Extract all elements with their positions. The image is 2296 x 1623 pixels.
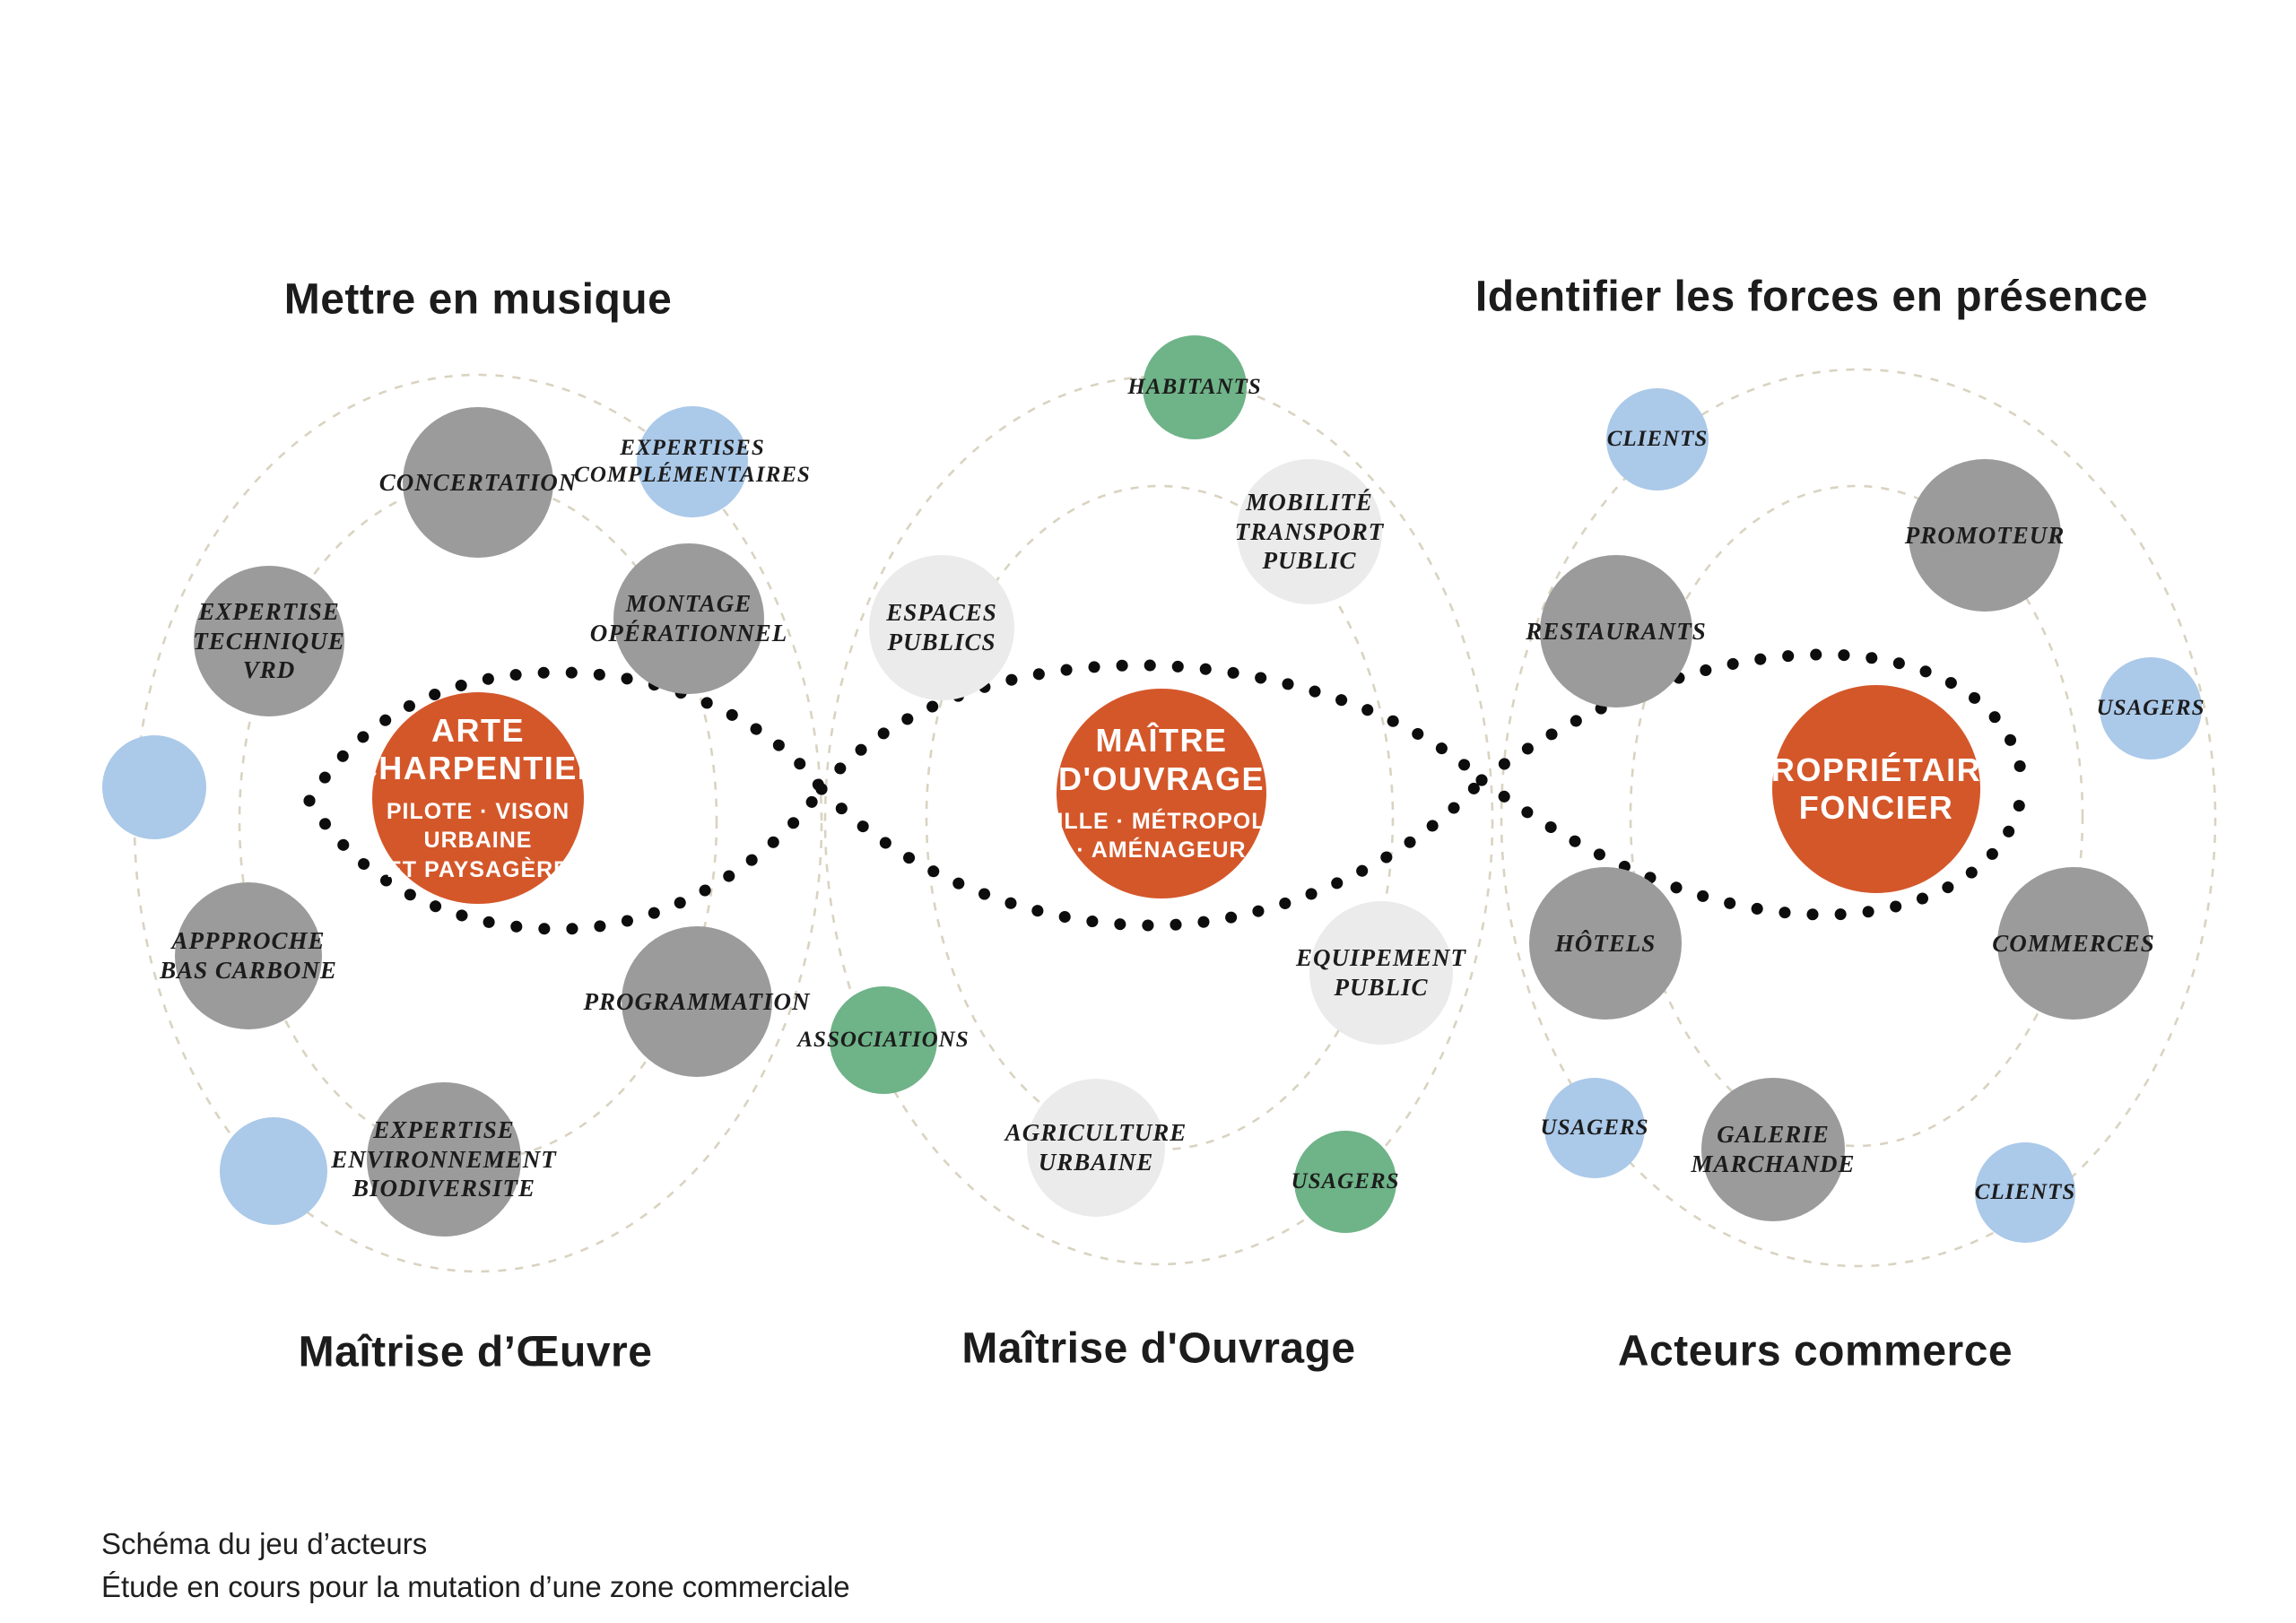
node-concertation: CONCERTATION xyxy=(379,407,576,558)
orbit-right-outer xyxy=(1500,368,2217,1268)
node-promoteur: PROMOTEUR xyxy=(1905,459,2064,612)
node-label: USAGERS xyxy=(2096,695,2205,720)
caption: Schéma du jeu d’acteurs Étude en cours p… xyxy=(101,1523,850,1609)
header-identifier-forces: Identifier les forces en présence xyxy=(1474,273,2149,321)
node-sublabel: VILLE · MÉTROPOLE· AMÉNAGEUR xyxy=(1040,808,1283,864)
node-clients-bas: CLIENTS xyxy=(1975,1142,2075,1243)
footer-maitrise-ouvrage: Maîtrise d'Ouvrage xyxy=(961,1324,1356,1373)
node-label: ASSOCIATIONS xyxy=(797,1027,970,1052)
lens-right-bottom xyxy=(1475,774,2029,921)
node-label: USAGERS xyxy=(1540,1115,1649,1140)
lens-mid-top xyxy=(815,659,1488,795)
node-habitants: HABITANTS xyxy=(1127,335,1261,439)
orbit-right-inner xyxy=(1629,484,2084,1148)
lens-mid-bottom xyxy=(815,774,1488,932)
node-label: CONCERTATION xyxy=(378,468,578,496)
node-programmation: PROGRAMMATION xyxy=(583,926,810,1077)
node-label: PROMOTEUR xyxy=(1904,521,2066,549)
node-label: CLIENTS xyxy=(1974,1179,2076,1204)
node-label: HÔTELS xyxy=(1554,929,1657,957)
node-label: CLIENTS xyxy=(1606,426,1709,451)
node-usagers-bas: USAGERS xyxy=(1541,1078,1648,1178)
footer-maitrise-oeuvre: Maîtrise d’Œuvre xyxy=(298,1328,653,1376)
node-restaurants: RESTAURANTS xyxy=(1526,555,1706,707)
node-usagers-droite: USAGERS xyxy=(2096,657,2205,759)
lens-right-top xyxy=(1475,648,2029,791)
dotted-lens-links xyxy=(303,648,2029,935)
node-label: RESTAURANTS xyxy=(1526,617,1707,645)
node-hotels: HÔTELS xyxy=(1529,867,1682,1020)
node-usagers-moa: USAGERS xyxy=(1292,1131,1398,1233)
node-partenaire-2 xyxy=(220,1117,327,1225)
caption-line1: Schéma du jeu d’acteurs xyxy=(101,1527,428,1560)
node-label: USAGERS xyxy=(1291,1168,1400,1193)
node-partenaire-1 xyxy=(102,735,206,839)
caption-line2: Étude en cours pour la mutation d’une zo… xyxy=(101,1569,850,1603)
node-label: PROGRAMMATION xyxy=(583,987,811,1015)
node-label: HABITANTS xyxy=(1127,374,1262,399)
node-commerces: COMMERCES xyxy=(1992,867,2154,1020)
header-mettre-en-musique: Mettre en musique xyxy=(283,275,673,324)
footer-acteurs-commerce: Acteurs commerce xyxy=(1617,1327,2013,1376)
node-clients-haut: CLIENTS xyxy=(1606,388,1709,490)
node-label: COMMERCES xyxy=(1992,929,2155,957)
node-associations: ASSOCIATIONS xyxy=(797,986,969,1094)
